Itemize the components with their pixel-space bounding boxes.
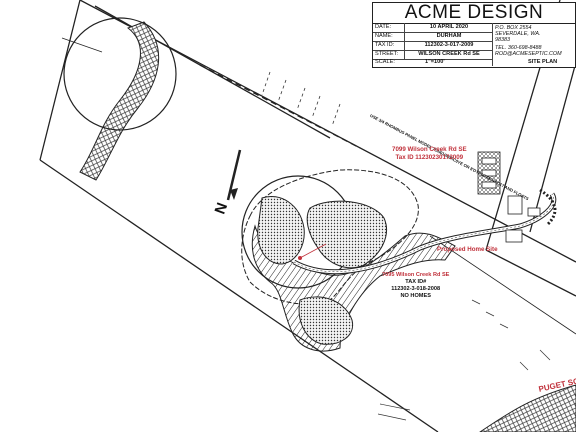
dotted-wetland-south [298,296,354,345]
north-arrow [226,149,242,201]
row-street: STREET: WILSON CREEK Rd SE [373,50,492,60]
creek [79,21,160,181]
row-date: DATE: 10 APRIL 2020 [373,23,492,33]
row-name: NAME: DURHAM [373,32,492,42]
dotted-wetland-west [257,196,305,265]
dotted-wetland-east [306,200,387,269]
puget-sound-shore [479,384,576,432]
company-address: P.O. BOX 2554 SEVERDALE, WA. 98383 TEL. … [495,25,562,57]
buffer-circle-north [63,17,177,131]
scale-row: SCALE: 1"=100' SITE PLAN [375,59,558,65]
row-tax-id: TAX ID: 112302-3-017-2009 [373,41,492,51]
parcel-south-label: 7095 Wilson Creek Rd SE TAX ID# 112302-3… [382,272,450,299]
misc-marks [377,299,551,421]
proposed-home-label: Proposed Home Site [437,246,498,253]
title-block: ACME DESIGN DATE: 10 APRIL 2020 NAME: DU… [372,2,576,68]
parcel-north-label: 7099 Wilson Creek Rd SE Tax ID 112302301… [392,146,467,161]
setback-ticks [261,71,341,127]
drainfield-structures [477,151,541,243]
septic-line [539,188,557,226]
company-name: ACME DESIGN [373,3,575,24]
